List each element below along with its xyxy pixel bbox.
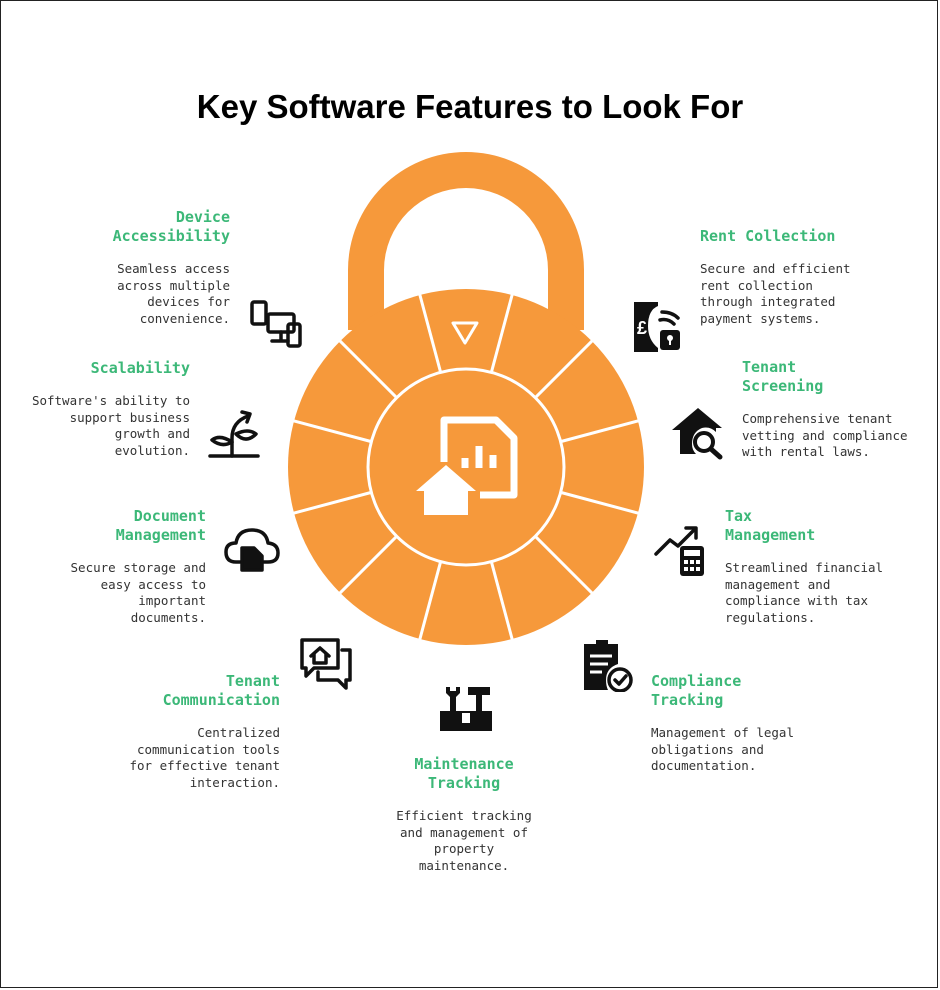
cloud-document-icon [224, 522, 280, 578]
page-title: Key Software Features to Look For [196, 88, 744, 125]
lock-segment-divider [534, 338, 595, 399]
svg-text:£: £ [637, 318, 647, 338]
chat-home-icon [298, 636, 354, 692]
lock-segment-divider [337, 535, 398, 596]
house-search-icon [670, 404, 726, 460]
lock-segment-divider [534, 535, 595, 596]
lock-segment-dividers [291, 292, 641, 642]
feature-title: Rent Collection [700, 227, 836, 245]
devices-icon [248, 298, 304, 354]
lock-segment-divider [489, 292, 515, 373]
property-report-icon [440, 416, 518, 499]
lock-segment-divider [291, 490, 372, 516]
toolbox-icon [438, 683, 494, 739]
pound-payment-icon: £ [628, 298, 684, 354]
growth-sprout-icon [206, 404, 262, 460]
lock-segment-divider [417, 561, 443, 642]
lock-segment-divider [337, 338, 398, 399]
triangle-marker-icon [451, 321, 479, 345]
lock-shackle [348, 152, 584, 330]
lock-segment-divider [560, 490, 641, 516]
feature-title: Scalability [90, 359, 190, 377]
lock-segment-divider [489, 561, 515, 642]
lock-segment-divider [417, 292, 443, 373]
calculator-trend-icon [652, 522, 708, 578]
lock-segment-divider [560, 418, 641, 444]
house-icon [416, 465, 476, 515]
lock-segment-divider [291, 418, 372, 444]
clipboard-check-icon [578, 636, 634, 692]
